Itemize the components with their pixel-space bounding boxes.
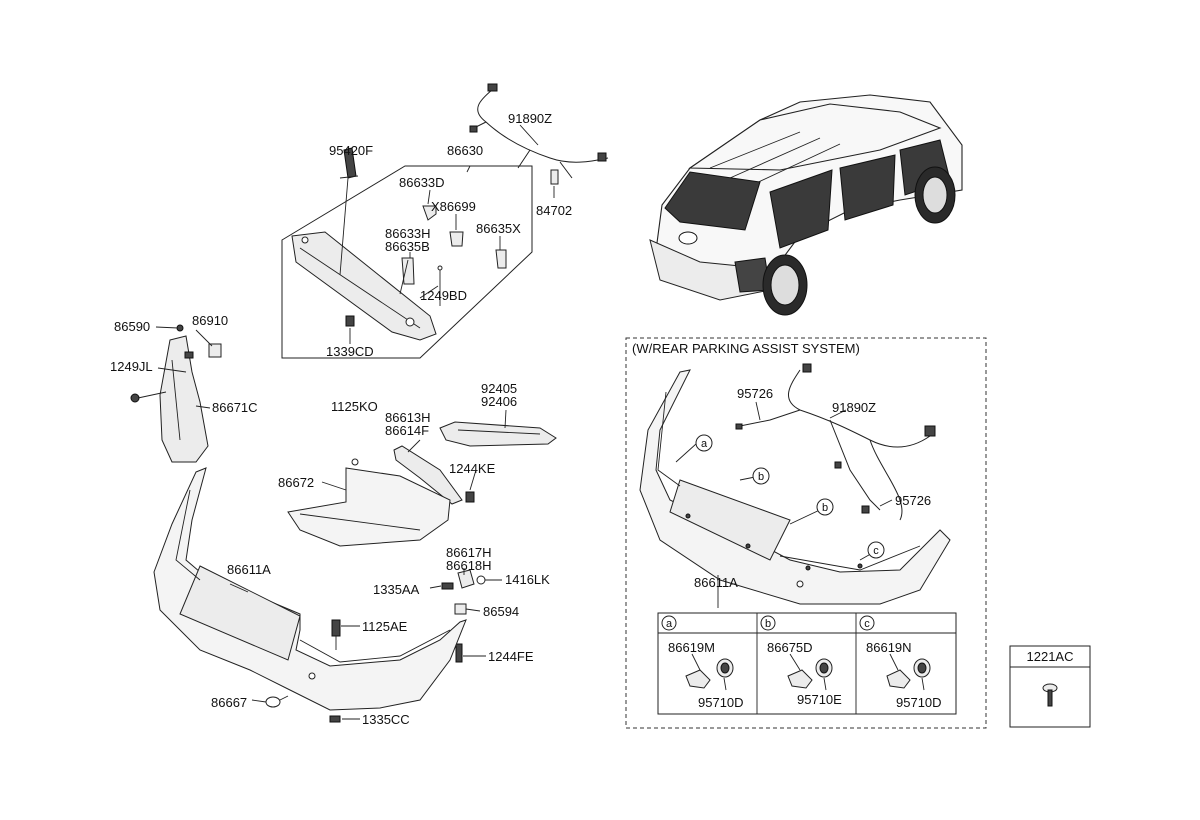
sensor-table xyxy=(657,612,957,715)
side-bracket-group xyxy=(130,324,222,463)
label-86671C: 86671C xyxy=(212,400,258,415)
label-1249JL: 1249JL xyxy=(110,359,153,374)
label-86672: 86672 xyxy=(278,475,314,490)
callout-b2 xyxy=(816,498,834,516)
label-86910: 86910 xyxy=(192,313,228,328)
label-86635B: 86635B xyxy=(385,239,430,254)
label-92406: 92406 xyxy=(481,394,517,409)
label-95726-right: 95726 xyxy=(895,493,931,508)
callout-b2-text: b xyxy=(822,502,828,514)
assembly-frame xyxy=(281,165,533,359)
label-86613H: 86613H xyxy=(385,410,431,425)
label-86635X: 86635X xyxy=(476,221,521,236)
label-86594: 86594 xyxy=(483,604,519,619)
label-1221AC: 1221AC xyxy=(1027,649,1074,664)
label-86675D: 86675D xyxy=(767,640,813,655)
inset-border xyxy=(625,337,987,729)
label-1125KO: 1125KO xyxy=(331,399,378,414)
callout-a-text: a xyxy=(701,438,708,450)
label-95710D-a: 95710D xyxy=(698,695,744,710)
label-86619N: 86619N xyxy=(866,640,912,655)
label-95710E: 95710E xyxy=(797,692,842,707)
label-1125AE: 1125AE xyxy=(362,619,408,634)
label-86633D: 86633D xyxy=(399,175,445,190)
label-1416LK: 1416LK xyxy=(505,572,550,587)
parking-assist-inset xyxy=(625,337,987,729)
label-1339CD: 1339CD xyxy=(326,344,374,359)
label-86614F: 86614F xyxy=(385,423,429,438)
rear-bumper-main xyxy=(153,467,467,723)
label-X86699: X86699 xyxy=(431,199,476,214)
under-cover xyxy=(287,458,451,547)
label-95710D-c: 95710D xyxy=(896,695,942,710)
label-1335AA: 1335AA xyxy=(373,582,420,597)
label-91890Z-top: 91890Z xyxy=(508,111,552,126)
label-86630: 86630 xyxy=(447,143,483,158)
label-86618H: 86618H xyxy=(446,558,492,573)
callout-a xyxy=(695,434,713,452)
vehicle-illustration xyxy=(649,94,963,316)
callout-c-text: c xyxy=(873,545,879,557)
label-86619M: 86619M xyxy=(668,640,715,655)
label-86667: 86667 xyxy=(211,695,247,710)
clips-group xyxy=(331,568,502,663)
label-1244FE: 1244FE xyxy=(488,649,534,664)
label-84702: 84702 xyxy=(536,203,572,218)
label-86617H: 86617H xyxy=(446,545,492,560)
wiring-harness-top xyxy=(469,83,609,198)
label-1249BD: 1249BD xyxy=(420,288,467,303)
label-86633H: 86633H xyxy=(385,226,431,241)
table-header-a: a xyxy=(666,618,673,630)
table-header-c: c xyxy=(864,618,870,630)
reflector-trim xyxy=(439,409,557,447)
callout-c xyxy=(867,541,885,559)
label-86611A-right: 86611A xyxy=(694,575,738,590)
label-1244KE: 1244KE xyxy=(449,461,496,476)
label-95726-top: 95726 xyxy=(737,386,773,401)
inset-title: (W/REAR PARKING ASSIST SYSTEM) xyxy=(632,341,860,356)
beam-assembly-group xyxy=(281,147,533,359)
label-1335CC: 1335CC xyxy=(362,712,410,727)
label-86611A-left: 86611A xyxy=(227,562,271,577)
label-92405: 92405 xyxy=(481,381,517,396)
part-1221AC-box xyxy=(1009,645,1091,728)
lower-bracket xyxy=(393,439,477,505)
label-95420F: 95420F xyxy=(329,143,373,158)
labels: 95420F 86630 91890Z 84702 86633D X86699 … xyxy=(110,111,1073,727)
table-header-b: b xyxy=(765,618,771,630)
callout-b1-text: b xyxy=(758,471,764,483)
label-86590: 86590 xyxy=(114,319,150,334)
label-91890Z-right: 91890Z xyxy=(832,400,876,415)
callout-b1 xyxy=(752,467,770,485)
